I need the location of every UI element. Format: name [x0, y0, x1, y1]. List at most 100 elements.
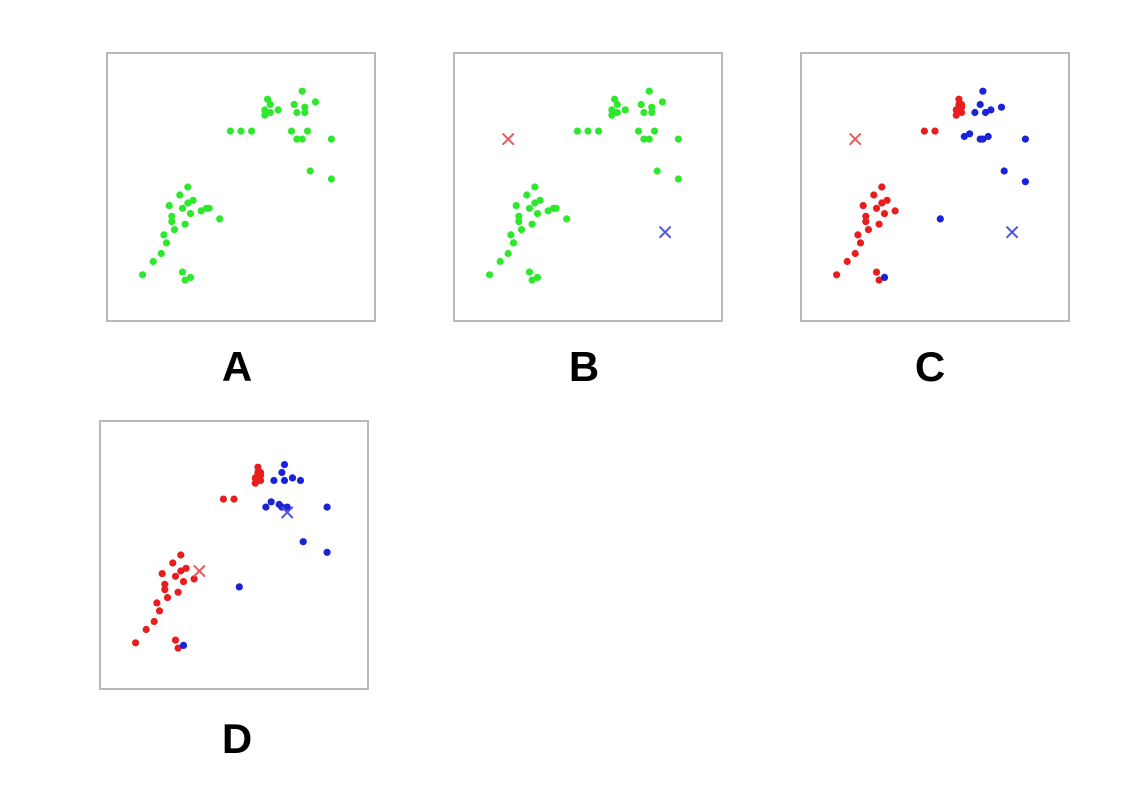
data-point-b-green-3	[509, 239, 518, 247]
data-point-d-blue-15	[323, 548, 331, 556]
data-point-b-green-24	[584, 127, 592, 135]
data-point-b-green-40	[648, 103, 656, 111]
scatter-plot-d	[132, 461, 331, 652]
data-point-d-red-4	[153, 599, 161, 607]
data-point-d-red-8	[161, 580, 169, 588]
data-point-c-red-3	[856, 239, 865, 247]
data-point-d-blue-0	[179, 641, 188, 649]
data-point-c-red-2	[851, 249, 859, 258]
scatter-panel-c	[800, 52, 1070, 322]
data-point-d-blue-2	[262, 503, 270, 511]
data-point-c-red-4	[854, 231, 862, 239]
data-point-b-green-12	[512, 202, 520, 210]
centroid-marker-c-red	[849, 133, 862, 146]
data-point-d-blue-12	[278, 468, 286, 477]
data-point-c-blue-10	[979, 87, 987, 95]
data-point-d-blue-7	[323, 503, 331, 511]
data-point-c-red-13	[878, 199, 886, 207]
data-point-d-blue-10	[280, 461, 289, 469]
data-point-a-green-13	[184, 199, 192, 207]
data-point-a-green-4	[160, 231, 168, 239]
data-point-b-green-20	[525, 268, 534, 276]
data-point-d-red-7	[174, 588, 182, 596]
data-point-d-red-6	[161, 586, 169, 594]
data-point-a-green-33	[293, 135, 301, 143]
data-point-b-green-27	[613, 100, 621, 109]
data-point-a-green-30	[266, 108, 274, 117]
data-point-d-blue-8	[270, 476, 278, 485]
panel-label-a: A	[221, 343, 253, 390]
data-point-b-green-2	[504, 249, 512, 258]
centroid-marker-c-blue	[1006, 226, 1019, 239]
data-point-d-red-5	[163, 594, 172, 602]
data-point-a-green-17	[184, 183, 192, 191]
data-point-b-green-30	[613, 108, 621, 117]
data-point-b-green-8	[515, 212, 523, 220]
data-point-c-blue-11	[987, 106, 995, 114]
data-point-c-red-16	[878, 183, 886, 191]
data-point-d-blue-1	[235, 583, 243, 591]
data-point-a-green-39	[290, 100, 298, 109]
data-point-a-green-1	[149, 257, 157, 266]
data-point-d-red-10	[190, 575, 198, 583]
data-point-c-red-27	[958, 103, 966, 111]
data-point-c-red-10	[891, 207, 899, 215]
data-point-c-blue-7	[1021, 135, 1029, 143]
data-point-d-red-20	[230, 495, 238, 503]
data-point-c-red-24	[952, 111, 960, 119]
data-point-a-green-8	[168, 212, 176, 220]
data-point-c-red-25	[958, 108, 966, 117]
data-point-a-green-36	[327, 135, 335, 143]
data-point-a-green-44	[327, 175, 335, 183]
data-point-a-green-9	[186, 210, 195, 218]
data-point-b-green-36	[674, 135, 682, 143]
data-point-d-red-14	[182, 564, 190, 572]
data-point-d-blue-13	[296, 476, 305, 485]
data-point-c-red-18	[875, 276, 883, 284]
data-point-d-red-11	[171, 572, 180, 580]
data-point-c-red-6	[862, 218, 870, 226]
data-point-b-green-21	[533, 273, 542, 281]
data-point-d-red-15	[169, 559, 177, 567]
data-point-b-green-19	[552, 204, 560, 212]
data-point-d-blue-3	[267, 498, 275, 506]
data-point-c-red-8	[862, 212, 870, 220]
scatter-plot-a	[139, 87, 335, 284]
centroid-marker-d-blue	[281, 506, 294, 519]
data-point-c-red-19	[920, 127, 928, 135]
scatter-panel-a	[106, 52, 376, 322]
data-point-b-green-33	[640, 135, 648, 143]
data-point-b-green-5	[517, 226, 526, 234]
data-point-a-green-24	[237, 127, 245, 135]
data-point-b-green-6	[515, 218, 523, 226]
data-point-d-red-2	[150, 617, 158, 626]
data-point-b-green-26	[608, 106, 616, 114]
data-point-b-green-9	[533, 210, 542, 218]
data-point-b-green-32	[621, 106, 629, 114]
data-point-b-green-38	[648, 108, 656, 117]
scatter-plot-c	[833, 87, 1029, 284]
data-point-d-red-9	[179, 578, 188, 586]
data-point-d-red-1	[142, 625, 150, 634]
data-point-a-green-15	[216, 215, 224, 223]
data-point-a-green-41	[298, 87, 306, 95]
data-point-b-green-25	[595, 127, 603, 135]
data-point-a-green-35	[303, 127, 312, 135]
data-point-c-red-14	[883, 196, 891, 204]
data-point-a-green-26	[261, 106, 269, 114]
data-point-a-green-43	[306, 167, 314, 175]
panel-label-c: C	[914, 343, 946, 390]
data-point-d-blue-6	[283, 503, 291, 511]
data-point-a-green-7	[181, 220, 189, 228]
data-point-b-green-31	[634, 127, 643, 135]
data-point-a-green-16	[176, 191, 184, 199]
data-point-c-blue-9	[981, 108, 990, 117]
data-point-c-red-20	[931, 127, 939, 135]
data-point-b-green-37	[640, 108, 648, 117]
data-point-c-blue-12	[976, 100, 984, 109]
data-point-c-red-12	[859, 202, 867, 210]
data-point-c-red-23	[955, 95, 963, 103]
data-point-c-blue-3	[966, 130, 974, 138]
data-point-b-green-28	[611, 95, 619, 103]
data-point-c-blue-15	[1021, 178, 1029, 186]
